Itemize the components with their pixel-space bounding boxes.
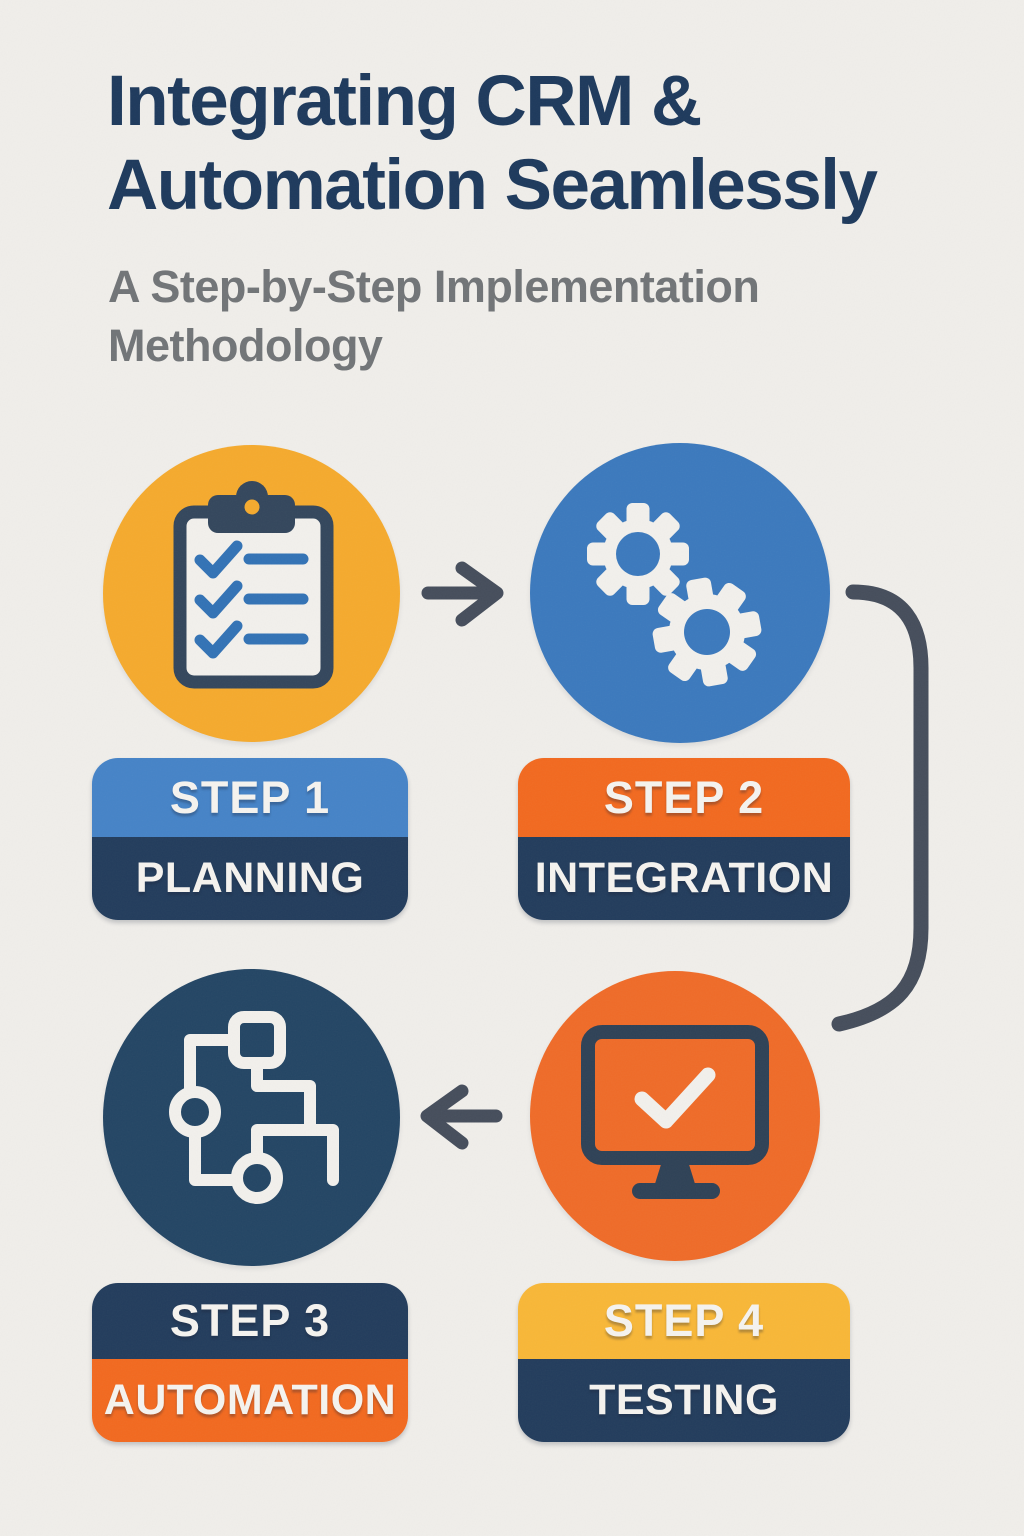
connector-curve [831, 584, 929, 1032]
flowchart-icon [169, 1011, 339, 1204]
page-subtitle: A Step-by-Step Implementation Methodolog… [108, 258, 760, 375]
step-number-section: STEP 1 [92, 758, 408, 837]
arrow-left-icon [420, 1084, 503, 1150]
step-name-label: TESTING [589, 1376, 779, 1424]
step-name-section: PLANNING [92, 837, 408, 920]
step-number-section: STEP 4 [518, 1283, 850, 1359]
page-subtitle-line-2: Methodology [108, 319, 383, 371]
step-name-label: INTEGRATION [534, 854, 834, 902]
step-circle-automation [103, 969, 400, 1266]
step-circle-integration [530, 443, 830, 743]
step-number-label: STEP 3 [169, 1295, 331, 1346]
step-badge-automation: STEP 3 AUTOMATION [92, 1283, 408, 1442]
step-badge-integration: STEP 2 INTEGRATION [518, 758, 850, 920]
clipboard-checklist-icon [173, 481, 334, 689]
step-number-section: STEP 2 [518, 758, 850, 837]
step-name-section: AUTOMATION [92, 1359, 408, 1442]
monitor-check-icon [581, 1025, 769, 1199]
page-title-line-2: Automation Seamlessly [107, 145, 878, 225]
arrow-right-icon [421, 561, 504, 627]
step-circle-planning [103, 445, 400, 742]
gears-icon [587, 503, 762, 687]
step-number-label: STEP 4 [603, 1295, 765, 1346]
step-number-label: STEP 1 [169, 771, 331, 823]
step-number-section: STEP 3 [92, 1283, 408, 1359]
step-name-section: INTEGRATION [518, 837, 850, 920]
step-name-label: PLANNING [135, 854, 365, 902]
step-name-section: TESTING [518, 1359, 850, 1442]
page-title-line-1: Integrating CRM & [107, 62, 702, 141]
header: Integrating CRM & Automation Seamlessly [107, 60, 878, 228]
page-subtitle-line-1: A Step-by-Step Implementation [108, 261, 760, 312]
step-circle-testing [530, 971, 820, 1261]
step-badge-planning: STEP 1 PLANNING [92, 758, 408, 920]
step-badge-testing: STEP 4 TESTING [518, 1283, 850, 1442]
step-name-label: AUTOMATION [103, 1376, 397, 1424]
step-number-label: STEP 2 [603, 771, 765, 823]
